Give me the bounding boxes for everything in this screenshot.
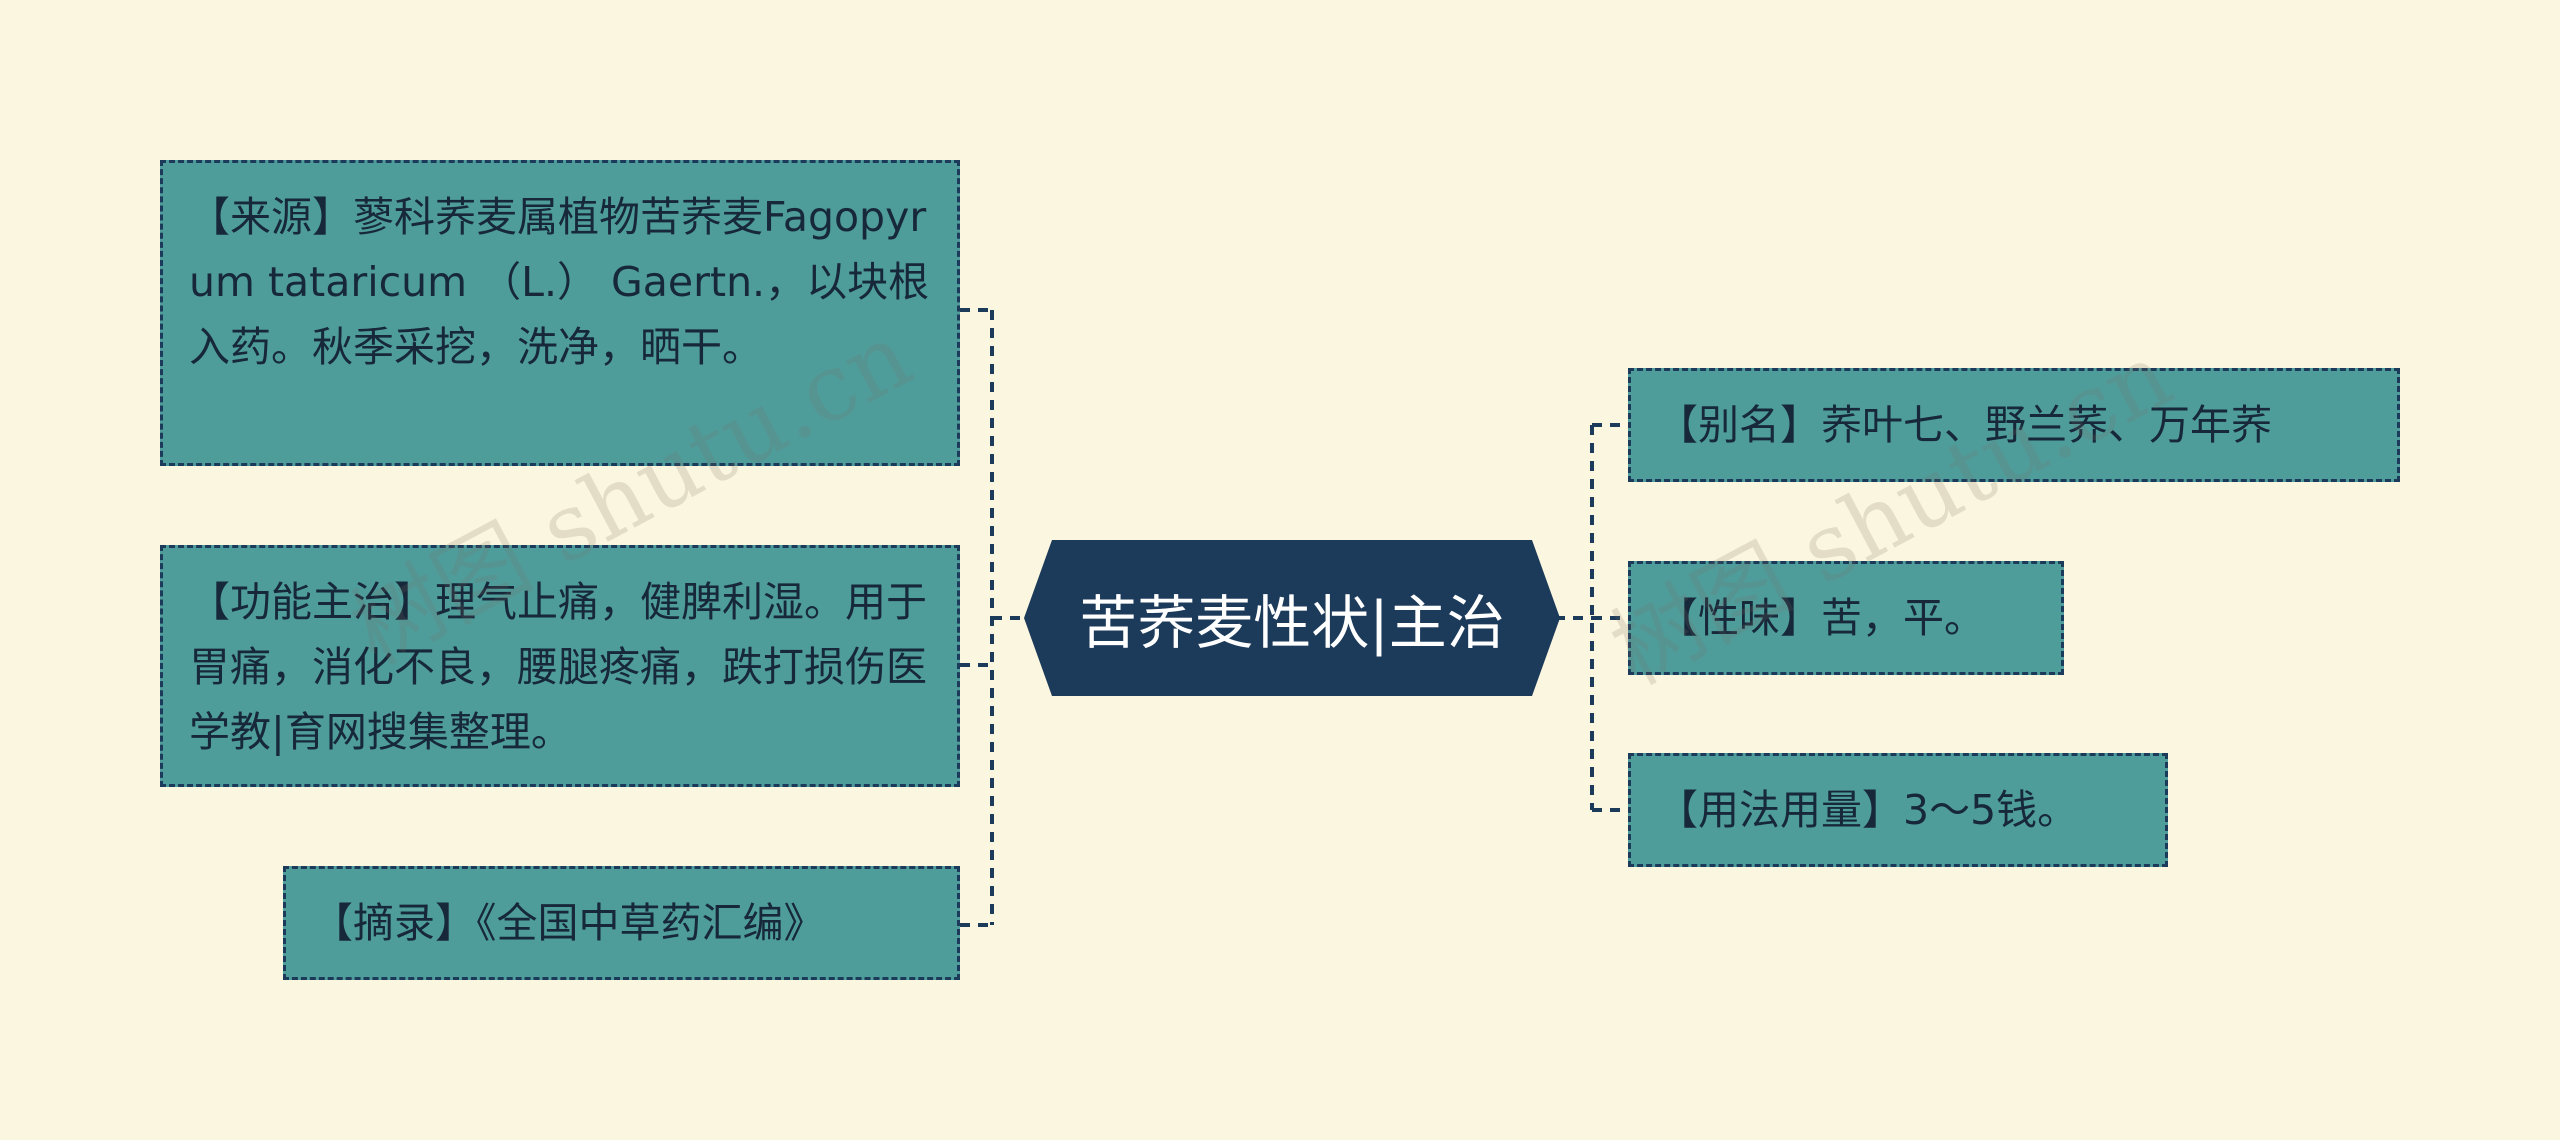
node-excerpt-text: 【摘录】《全国中草药汇编》 <box>312 898 825 947</box>
node-taste[interactable]: 【性味】苦，平。 <box>1628 561 2064 675</box>
node-function[interactable]: 【功能主治】理气止痛，健脾利湿。用于胃痛，消化不良，腰腿疼痛，跌打损伤医学教|育… <box>160 545 960 787</box>
central-topic-title: 苦荞麦性状|主治 <box>1079 589 1505 657</box>
central-topic[interactable]: 苦荞麦性状|主治 <box>1024 540 1560 696</box>
node-alias[interactable]: 【别名】荞叶七、野兰荞、万年荞 <box>1628 368 2400 482</box>
node-source[interactable]: 【来源】蓼科荞麦属植物苦荞麦Fagopyrum tataricum （L.） G… <box>160 160 960 466</box>
central-topic-shape <box>1024 540 1560 696</box>
node-taste-text: 【性味】苦，平。 <box>1657 593 1985 642</box>
node-dosage[interactable]: 【用法用量】3～5钱。 <box>1628 753 2168 867</box>
node-alias-text: 【别名】荞叶七、野兰荞、万年荞 <box>1657 400 2272 449</box>
node-source-text: 【来源】蓼科荞麦属植物苦荞麦Fagopyrum tataricum （L.） G… <box>189 193 930 371</box>
node-dosage-text: 【用法用量】3～5钱。 <box>1657 785 2079 834</box>
node-function-text: 【功能主治】理气止痛，健脾利湿。用于胃痛，消化不良，腰腿疼痛，跌打损伤医学教|育… <box>189 578 927 756</box>
node-excerpt[interactable]: 【摘录】《全国中草药汇编》 <box>283 866 960 980</box>
